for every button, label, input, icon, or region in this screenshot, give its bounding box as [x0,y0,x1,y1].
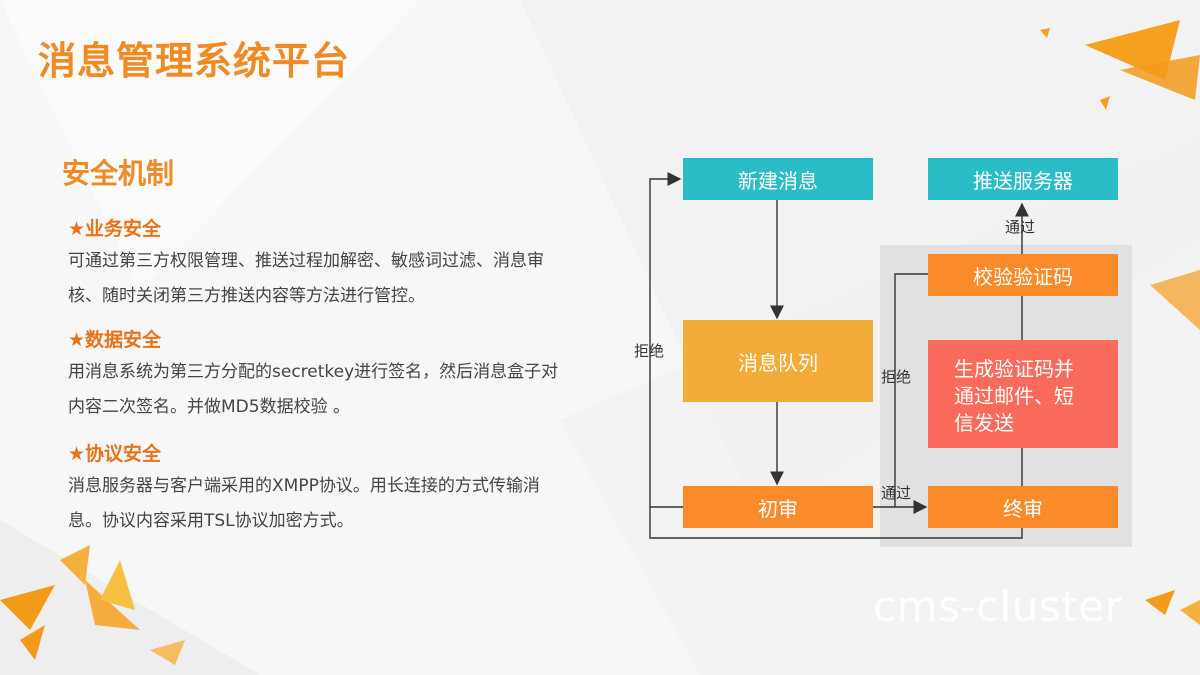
business-security-text: 可通过第三方权限管理、推送过程加解密、敏感词过滤、消息审核、随时关闭第三方推送内… [68,251,544,306]
final-review-box: 终审 [928,486,1118,528]
message-queue-box: 消息队列 [683,320,873,402]
push-server-box: 推送服务器 [928,158,1118,200]
pass-label-top: 通过 [1005,218,1036,236]
new-message-box: 新建消息 [683,158,873,200]
data-security-text: 用消息系统为第三方分配的secretkey进行签名，然后消息盒子对内容二次签名。… [68,362,559,417]
data-security-heading: ★数据安全 [68,329,162,351]
business-security-heading: ★业务安全 [68,218,162,240]
reject-label-left: 拒绝 [634,342,665,360]
section-title: 安全机制 [62,157,175,190]
pass-label-bottom: 通过 [881,484,912,502]
protocol-security-heading: ★协议安全 [68,443,162,465]
verify-code-box: 校验验证码 [928,254,1118,296]
generate-code-box: 生成验证码并通过邮件、短信发送 [928,340,1118,448]
first-review-box: 初审 [683,486,873,528]
protocol-security-text: 消息服务器与客户端采用的XMPP协议。用长连接的方式传输消息。协议内容采用TSL… [68,476,540,531]
page-title: 消息管理系统平台 [38,39,351,83]
reject-label-right: 拒绝 [881,368,912,386]
watermark: cms-cluster [873,582,1123,631]
